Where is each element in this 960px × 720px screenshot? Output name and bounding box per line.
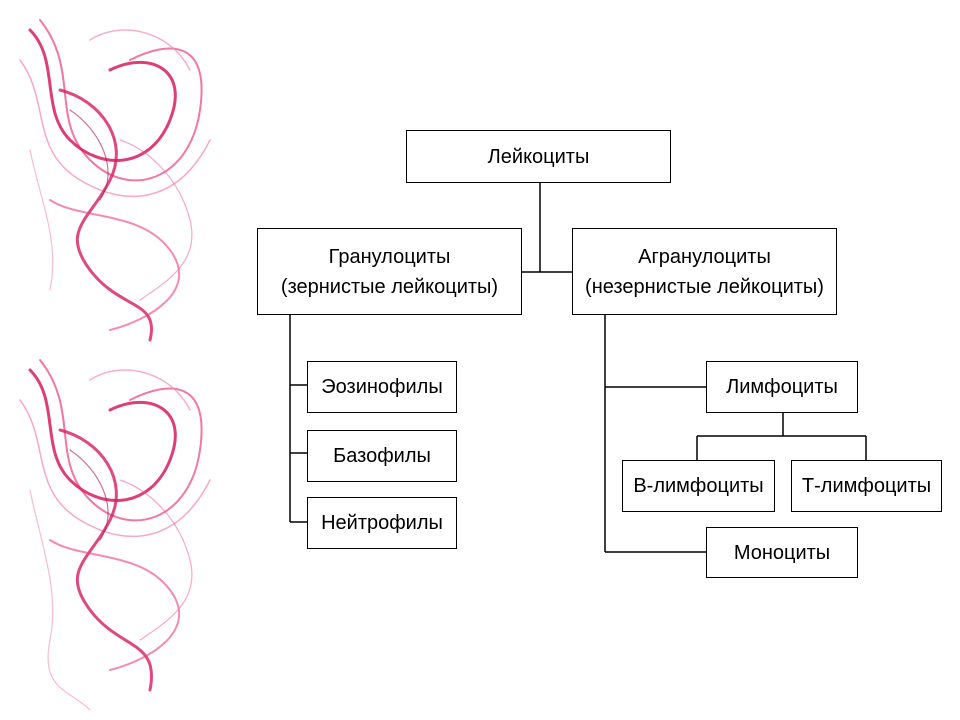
node-granulocytes: Гранулоциты (зернистые лейкоциты) <box>257 228 522 315</box>
node-monocytes-label: Моноциты <box>733 541 831 564</box>
node-neutrophils-label: Нейтрофилы <box>321 512 443 534</box>
node-basophils: Базофилы <box>307 430 457 482</box>
lower-swirl <box>19 359 211 711</box>
swirl-ornament <box>19 19 211 711</box>
node-granulocytes-subtitle: (зернистые лейкоциты) <box>280 275 499 298</box>
node-monocytes: Моноциты <box>706 527 858 578</box>
node-agranulocytes: Агранулоциты (незернистые лейкоциты) <box>572 228 837 315</box>
node-basophils-label: Базофилы <box>333 445 431 467</box>
node-b-lymphocytes: В-лимфоциты <box>622 460 775 512</box>
node-eosinophils: Эозинофилы <box>307 361 457 413</box>
upper-swirl <box>19 19 211 342</box>
node-lymphocytes: Лимфоциты <box>706 361 858 413</box>
node-neutrophils: Нейтрофилы <box>307 497 457 549</box>
node-eosinophils-label: Эозинофилы <box>321 376 443 398</box>
node-leukocytes-label: Лейкоциты <box>487 145 590 168</box>
node-agranulocytes-title: Агранулоциты <box>638 245 771 268</box>
node-agranulocytes-subtitle: (незернистые лейкоциты) <box>585 275 824 298</box>
node-b-lymphocytes-label: В-лимфоциты <box>633 475 764 497</box>
node-t-lymphocytes-label: Т-лимфоциты <box>801 475 932 497</box>
node-leukocytes: Лейкоциты <box>406 130 671 183</box>
node-lymphocytes-label: Лимфоциты <box>726 376 838 398</box>
node-t-lymphocytes: Т-лимфоциты <box>791 460 942 512</box>
node-granulocytes-title: Гранулоциты <box>328 245 451 268</box>
